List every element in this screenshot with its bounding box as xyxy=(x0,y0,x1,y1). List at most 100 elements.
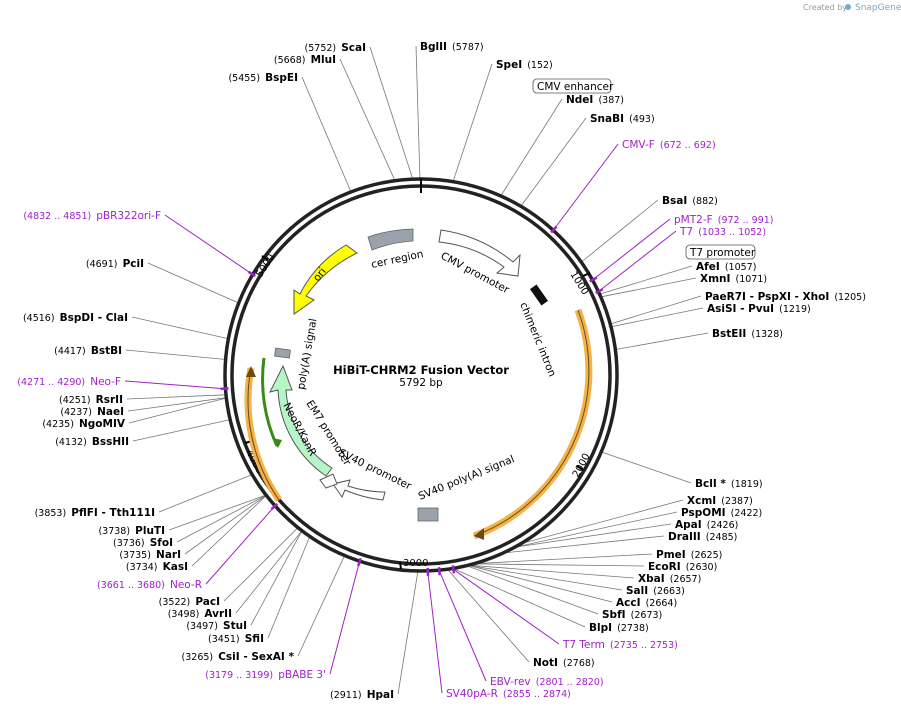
green-feature-arc xyxy=(261,357,279,447)
site-label-sfoi: (3736) SfoI xyxy=(113,531,173,550)
site-leader-sfoi xyxy=(176,495,266,543)
site-leader-xcmi xyxy=(524,499,684,544)
site-label-ndei: NdeI (387) xyxy=(566,88,624,107)
site-label-sali: SalI (2663) xyxy=(626,579,685,598)
t7-promoter-box-label: T7 promoter xyxy=(685,244,756,260)
site-leader-pluti xyxy=(168,495,266,531)
site-leader-apai xyxy=(517,523,672,548)
site-leader-asisi-pvui xyxy=(611,307,704,327)
primer-mark-neo-f xyxy=(220,387,229,391)
site-label-xmni: XmnI (1071) xyxy=(700,267,767,286)
site-label-noti: NotI (2768) xyxy=(533,651,595,670)
site-label-xcmi: XcmI (2387) xyxy=(687,489,753,508)
primer-label-t7-term: T7 Term (2735 .. 2753) xyxy=(562,633,678,652)
orange-arc-right-arrowhead xyxy=(474,528,484,540)
site-leader-noti xyxy=(447,569,530,663)
site-label-hpai: (2911) HpaI xyxy=(330,683,394,702)
site-leader-mlui xyxy=(339,58,395,180)
site-leader-sali xyxy=(470,565,623,591)
site-label-pmei: PmeI (2625) xyxy=(656,543,722,562)
primer-mark-pbabe-3 xyxy=(357,557,362,567)
site-label-csii-sexai: (3265) CsiI - SexAI * xyxy=(182,645,295,664)
site-label-asisi-pvui: AsiSI - PvuI (1219) xyxy=(707,297,811,316)
site-leader-ndei xyxy=(500,98,563,196)
primer-mark-ebv-rev xyxy=(437,567,441,576)
primer-leader-cmv-f xyxy=(553,143,619,230)
site-label-bspdi-clai: (4516) BspDI - ClaI xyxy=(23,306,128,325)
site-label-avrii: (3498) AvrII xyxy=(168,602,232,621)
primer-leader-sv40pa-r xyxy=(427,571,443,694)
primer-leader-t7-term xyxy=(453,568,560,645)
site-leader-ngomiv xyxy=(128,397,226,424)
site-leader-bcli xyxy=(602,451,692,484)
site-label-kasi: (3734) KasI xyxy=(126,555,188,574)
site-leader-bstbi xyxy=(125,349,225,360)
primer-leader-neo-f xyxy=(124,380,225,390)
site-label-pspomi: PspOMI (2422) xyxy=(681,501,762,520)
primer-leader-pbabe-3 xyxy=(329,561,360,675)
site-label-draiii: DraIII (2485) xyxy=(668,525,737,544)
site-leader-hpai xyxy=(397,571,419,695)
primer-leader-neo-r xyxy=(205,506,275,585)
site-label-bsteii: BstEII (1328) xyxy=(712,322,783,341)
primer-leader-ebv-rev xyxy=(438,570,487,682)
leader-lines xyxy=(124,45,709,695)
site-label-apai: ApaI (2426) xyxy=(675,513,738,532)
site-label-bsshii: (4132) BssHII xyxy=(55,430,129,449)
site-leader-snabi xyxy=(521,117,587,206)
site-leader-naei xyxy=(127,397,226,412)
site-label-rsrii: (4251) RsrII xyxy=(59,388,123,407)
plasmid-title: HiBiT-CHRM2 Fusion Vector xyxy=(333,363,509,377)
site-label-scai: (5752) ScaI xyxy=(305,36,366,55)
site-leader-paer7i-pspxi-xhoi xyxy=(611,295,702,325)
site-label-paer7i-pspxi-xhoi: PaeR7I - PspXI - XhoI (1205) xyxy=(705,285,866,304)
site-leader-kasi xyxy=(191,495,266,567)
site-label-blpi: BlpI (2738) xyxy=(589,616,649,635)
svg-text:T7 promoter: T7 promoter xyxy=(689,247,756,259)
site-leader-blpi xyxy=(454,568,586,628)
site-leader-xbai xyxy=(471,565,635,579)
primer-marks xyxy=(220,225,604,576)
primer-label-pmt2-f: pMT2-F (972 .. 991) xyxy=(674,208,774,227)
site-label-bsai: BsaI (882) xyxy=(662,189,718,208)
primer-leader-t7 xyxy=(598,230,677,292)
site-label-xbai: XbaI (2657) xyxy=(638,567,701,586)
svg-text:3000: 3000 xyxy=(403,558,428,569)
site-leader-nari xyxy=(184,495,266,555)
site-leader-pspomi xyxy=(517,511,678,547)
site-leader-rsrii xyxy=(126,394,226,400)
site-leader-scai xyxy=(369,46,413,179)
ori-arrow xyxy=(293,244,358,315)
sv40-promoter-arrow xyxy=(332,479,386,501)
cer-region-label: cer region xyxy=(370,248,424,271)
site-leader-csii-sexai xyxy=(297,556,345,657)
site-leader-avrii xyxy=(235,531,302,614)
site-label-ecori: EcoRI (2630) xyxy=(648,555,717,574)
site-leader-bspei xyxy=(301,76,351,192)
site-leader-spei xyxy=(452,63,493,181)
site-leader-afei xyxy=(600,265,693,295)
site-label-paci: (3522) PacI xyxy=(159,590,220,609)
scale-tick-3000: 3000 xyxy=(399,558,428,570)
site-label-snabi: SnaBI (493) xyxy=(590,107,655,126)
site-label-sbfi: SbfI (2673) xyxy=(602,603,662,622)
site-label-acci: AccI (2664) xyxy=(616,591,677,610)
neor-kanr-arrow xyxy=(269,364,333,477)
site-leader-pmei xyxy=(478,553,653,564)
primer-mark-t7-term xyxy=(451,565,456,574)
created-by-text: Created by xyxy=(803,3,847,12)
primer-label-cmv-f: CMV-F (672 .. 692) xyxy=(622,133,716,152)
primer-label-pbabe-3: (3179 .. 3199) pBABE 3' xyxy=(205,663,326,682)
plasmid-size: 5792 bp xyxy=(399,377,443,389)
sv40-polya-box xyxy=(417,507,439,522)
primer-label-neo-f: (4271 .. 4290) Neo-F xyxy=(17,370,121,389)
site-leader-bsteii xyxy=(616,332,709,350)
cmv-enhancer-box-label: CMV enhancer xyxy=(532,78,614,94)
primer-mark-pbr322ori-f xyxy=(247,270,257,277)
site-label-mlui: (5668) MluI xyxy=(274,48,336,67)
site-leader-sbfi xyxy=(468,565,599,615)
site-leader-paci xyxy=(223,528,298,602)
primer-mark-pmt2-f xyxy=(589,276,598,283)
site-label-pcii: (4691) PciI xyxy=(86,252,144,271)
